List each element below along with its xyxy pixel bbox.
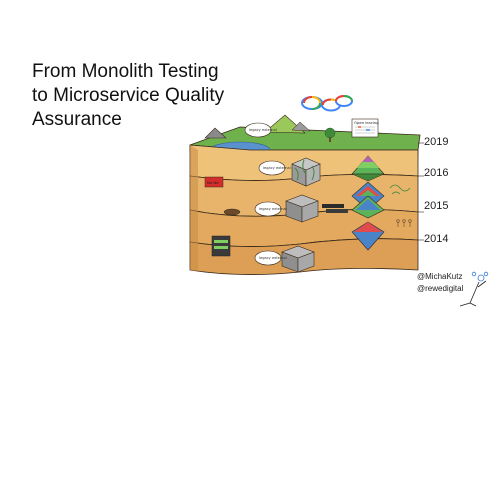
tree	[324, 127, 336, 139]
bubble-2019: legacy external	[244, 122, 277, 138]
no-sign-label: No No	[207, 180, 219, 185]
monolith-2016	[291, 157, 321, 187]
pipe-stack	[322, 204, 348, 213]
title-line-2: to Microservice Quality	[32, 85, 225, 106]
year-label-2014: 2014	[424, 233, 449, 245]
no-sign: No No	[204, 176, 224, 188]
bubble-label: legacy external	[263, 166, 291, 170]
bubble-2014: legacy external	[254, 250, 287, 266]
title-line-3: Assurance	[32, 109, 122, 130]
monolith-2015	[285, 194, 319, 223]
author-doodle	[459, 271, 489, 307]
bubble-label: legacy external	[259, 207, 287, 211]
year-label-2016: 2016	[424, 167, 449, 179]
thought-bubbles: legacy external legacy external legacy e…	[244, 122, 291, 266]
author-handle-twitter: @MichaKutz	[417, 272, 463, 281]
page-title: From Monolith Testing to Microservice Qu…	[32, 60, 224, 132]
pyramid-2014	[351, 221, 385, 251]
bubble-label: legacy external	[249, 128, 277, 132]
test-pyramids	[351, 155, 385, 251]
monolith-blocks	[281, 157, 321, 273]
year-ticks	[418, 142, 424, 241]
cloud-icon	[335, 95, 353, 107]
author-handle-company: @rewedigital	[417, 284, 464, 293]
cloud-icon	[301, 96, 323, 110]
fossil	[223, 208, 241, 216]
cloud-logos	[301, 95, 353, 112]
open-tracing-board: Open tracing	[351, 118, 379, 138]
bubble-2015: legacy external	[254, 201, 287, 217]
title-line-1: From Monolith Testing	[32, 61, 219, 82]
monolith-2014	[281, 245, 315, 273]
bubble-label: legacy external	[259, 256, 287, 260]
stick-figures	[396, 219, 412, 227]
year-label-2019: 2019	[424, 136, 449, 148]
year-label-2015: 2015	[424, 200, 449, 212]
layer-artifacts: No No	[204, 176, 412, 257]
open-tracing-label: Open tracing	[354, 120, 379, 125]
pyramid-2015	[351, 195, 385, 219]
battery-fossil	[211, 235, 231, 257]
bubble-2016: legacy external	[258, 160, 291, 176]
pyramid-2019	[351, 155, 385, 182]
